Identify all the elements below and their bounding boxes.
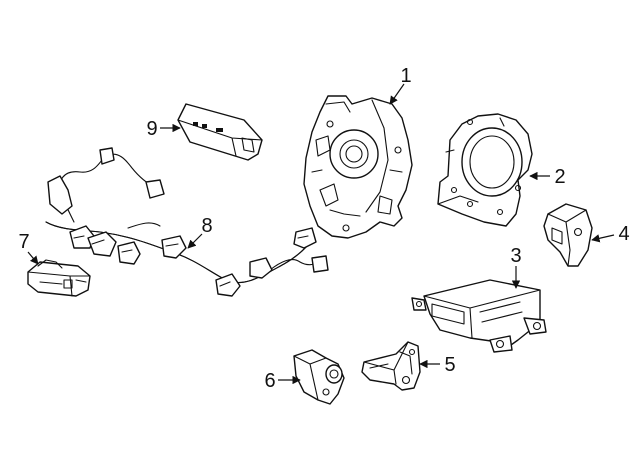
callout-5: 5 xyxy=(444,354,455,376)
part-6-front-sensor xyxy=(293,349,345,405)
callout-3: 3 xyxy=(510,245,521,267)
callout-9: 9 xyxy=(146,118,157,140)
callout-1: 1 xyxy=(400,65,411,87)
callout-7: 7 xyxy=(18,231,29,253)
part-9-module xyxy=(177,103,263,161)
callout-4: 4 xyxy=(618,223,629,245)
part-2-flange-plate xyxy=(437,113,533,227)
leader-4 xyxy=(591,234,615,243)
callout-2: 2 xyxy=(554,166,565,188)
part-3-control-module xyxy=(411,279,547,353)
callout-8: 8 xyxy=(201,215,212,237)
part-8-wire-harness xyxy=(45,147,329,297)
part-4-impact-sensor xyxy=(543,203,593,267)
leader-7 xyxy=(27,251,39,265)
leader-8 xyxy=(187,233,203,249)
callout-6: 6 xyxy=(264,370,275,392)
leader-1 xyxy=(389,83,405,105)
part-7-connector xyxy=(27,259,91,297)
part-1-clock-spring xyxy=(303,95,413,239)
part-5-side-sensor xyxy=(361,341,421,391)
